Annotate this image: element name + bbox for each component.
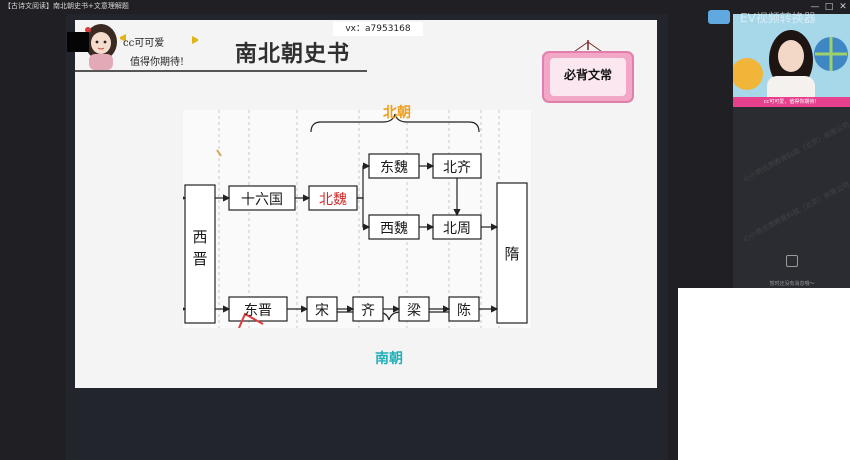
slide-title: 南北朝史书 (235, 41, 351, 67)
webcam-caption: cc可可爱，值得你期待！ (733, 97, 850, 107)
node-chen: 陈 (457, 303, 471, 319)
title-underline (75, 70, 367, 72)
south-dynasties-label: 南朝 (375, 351, 403, 367)
diagram-lines (183, 110, 528, 328)
cartoon-caption-2: 值得你期待! (130, 57, 185, 68)
node-dongjin: 东晋 (244, 303, 272, 319)
node-shiliuguo: 十六国 (241, 192, 283, 208)
hanging-frame-icon (542, 40, 634, 103)
slide: cc可可爱 值得你期待! 南北朝史书 必背文常 (75, 20, 657, 388)
megaphone-icon (192, 36, 198, 44)
close-button[interactable]: ✕ (839, 2, 847, 12)
teacher-video-icon (733, 14, 850, 107)
ev-logo-icon (708, 10, 730, 24)
megaphone-icon (120, 34, 126, 42)
node-liang: 梁 (407, 303, 421, 319)
node-beiqi: 北齐 (443, 160, 471, 176)
node-qi: 齐 (361, 303, 375, 319)
ev-watermark: EV视频转换器 (740, 11, 816, 25)
node-beiwei: 北魏 (319, 192, 347, 208)
node-xijin: 西 晋 (192, 228, 208, 268)
side-watermark: 心小熊优质教育科技（北京）有限公司 (742, 180, 850, 244)
cartoon-girl-icon (85, 24, 117, 70)
teacher-webcam: cc可可爱，值得你期待！ (733, 14, 850, 107)
white-overlay-panel (678, 288, 850, 460)
node-song: 宋 (315, 303, 329, 319)
contact-watermark: vx：a7953168 (333, 22, 423, 36)
minimize-button[interactable]: — (810, 2, 820, 12)
node-dongwei: 东魏 (380, 160, 408, 176)
cartoon-caption-1: cc可可爱 (123, 38, 165, 49)
side-watermark: 心小熊优质教育科技（北京）有限公司 (742, 120, 850, 184)
node-sui: 隋 (504, 245, 520, 263)
north-dynasties-label: 北朝 (383, 105, 411, 121)
dynasty-diagram: 北朝 南朝 西 晋 十六国 北魏 东魏 北齐 西魏 北周 隋 东晋 宋 齐 梁 … (183, 105, 531, 367)
window-titlebar: 【古诗文阅读】南北朝史书+文意理解题 — □ ✕ (0, 0, 850, 14)
maximize-button[interactable]: □ (824, 2, 834, 12)
frame-text: 必背文常 (563, 68, 612, 82)
chat-empty-text: 暂时还没有消息哦～ (769, 281, 815, 287)
node-xiwei: 西魏 (380, 221, 408, 237)
window-title: 【古诗文阅读】南北朝史书+文意理解题 (4, 2, 129, 10)
node-beizhou: 北周 (443, 221, 471, 237)
redaction-block (67, 32, 89, 52)
chat-bubble-icon (786, 255, 798, 267)
